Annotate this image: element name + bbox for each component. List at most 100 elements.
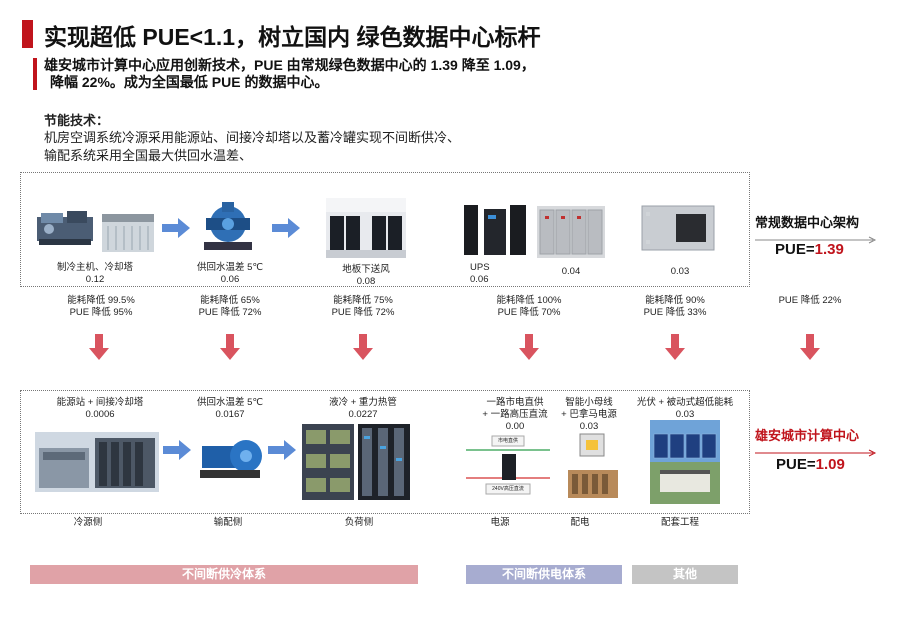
reduction-2-line-1: 能耗降低 65% [200, 295, 260, 306]
page-title: 实现超低 PUE<1.1，树立国内 绿色数据中心标杆 [44, 24, 541, 50]
power-diagram-bottom-label: 240V高压直流 [492, 486, 524, 492]
category-label-power: 电源 [490, 517, 510, 528]
conv-item-1-label: 制冷主机、冷却塔 0.12 [50, 262, 140, 286]
reduction-4: 能耗降低 100%PUE 降低 70% [484, 295, 574, 319]
conv-item-3-value: 0.08 [356, 276, 376, 287]
conventional-pue: PUE=1.39 [775, 241, 844, 258]
reduction-5: 能耗降低 90%PUE 降低 33% [630, 295, 720, 319]
subtitle: 雄安城市计算中心应用创新技术，PUE 由常规绿色数据中心的 1.39 降至 1.… [44, 57, 535, 91]
conv-item-4-value: 0.06 [470, 274, 489, 285]
reduction-4-line-2: PUE 降低 70% [497, 307, 561, 318]
solar-building-image [650, 420, 720, 504]
conv-item-5-value: 0.04 [561, 266, 581, 277]
busway-image [566, 430, 620, 502]
cooling-tower-image [100, 208, 156, 254]
switchgear-image [537, 206, 605, 258]
reduction-1: 能耗降低 99.5%PUE 降低 95% [56, 295, 146, 319]
xa-item-3-line-1: 液冷 + 重力热管 [329, 397, 397, 408]
xiongan-architecture-box [20, 390, 750, 514]
pue-value: 1.09 [815, 456, 845, 473]
arrow-down-icon [353, 334, 373, 365]
power-diagram-top-label: 市电直供 [497, 438, 518, 444]
xiongan-arch-label: 雄安城市计算中心 [755, 428, 860, 443]
xa-item-2-line-2: 0.0167 [215, 409, 245, 420]
xa-item-1-line-1: 能源站 + 间接冷却塔 [56, 397, 144, 408]
conv-item-2-value: 0.06 [220, 274, 240, 285]
title-accent-bar [22, 20, 33, 48]
conv-item-3-name: 地板下送风 [342, 264, 390, 275]
reduction-2-line-2: PUE 降低 72% [198, 307, 262, 318]
conv-item-1-name: 制冷主机、冷却塔 [56, 262, 133, 273]
reduction-1-line-1: 能耗降低 99.5% [67, 295, 135, 306]
xa-item-4-line-2: + 一路高压直流 [482, 409, 548, 420]
conv-item-2-label: 供回水温差 5℃ 0.06 [185, 262, 275, 286]
xiongan-pue: PUE=1.09 [776, 456, 845, 473]
xa-item-5-line-2: + 巴拿马电源 [561, 409, 617, 420]
conv-item-2-name: 供回水温差 5℃ [196, 262, 264, 273]
arrow-down-icon [89, 334, 109, 365]
pue-value: 1.39 [814, 241, 844, 258]
arrow-down-icon [665, 334, 685, 365]
arrow-right-icon [163, 440, 191, 465]
energy-station-image [35, 432, 159, 492]
liquid-cooling-image [302, 424, 354, 500]
subtitle-accent-bar [33, 58, 37, 90]
reduction-3-line-2: PUE 降低 72% [331, 307, 395, 318]
arrow-down-icon [800, 334, 820, 365]
conv-item-3-label: 地板下送风 0.08 [321, 264, 411, 288]
chiller-image [35, 203, 95, 253]
xa-item-5-line-3: 0.03 [579, 421, 599, 432]
category-label-load: 负荷侧 [344, 517, 374, 528]
xa-item-4-line-1: 一路市电直供 [486, 397, 544, 408]
conv-item-4-label: UPS 0.06 [470, 262, 530, 286]
conv-item-1-value: 0.12 [85, 274, 105, 285]
category-label-cold-source: 冷源侧 [73, 517, 103, 528]
xiongan-arch-underline [755, 444, 879, 462]
raised-floor-room-image [326, 198, 406, 258]
reduction-3-line-1: 能耗降低 75% [333, 295, 393, 306]
conv-item-4-name: UPS [470, 262, 490, 273]
arrow-right-icon [162, 218, 190, 243]
power-supply-diagram: 市电直供 240V高压直流 [466, 430, 550, 500]
category-label-supporting: 配套工程 [660, 517, 699, 528]
reduction-5-line-1: 能耗降低 90% [645, 295, 705, 306]
xa-item-2-line-1: 供回水温差 5℃ [196, 397, 264, 408]
reduction-2: 能耗降低 65%PUE 降低 72% [185, 295, 275, 319]
arrow-right-icon [272, 218, 300, 243]
reduction-3: 能耗降低 75%PUE 降低 72% [318, 295, 408, 319]
ups-image [462, 203, 528, 257]
reduction-6: PUE 降低 22% [765, 295, 855, 307]
arrow-down-icon [519, 334, 539, 365]
conventional-arch-label: 常规数据中心架构 [755, 215, 860, 230]
category-label-distribution: 输配侧 [213, 517, 243, 528]
reduction-1-line-2: PUE 降低 95% [69, 307, 133, 318]
tech-line-1: 机房空调系统冷源采用能源站、间接冷却塔以及蓄冷罐实现不间断供冷、 [44, 130, 461, 145]
reduction-6-line-1: PUE 降低 22% [778, 295, 842, 306]
category-label-distribution-power: 配电 [570, 517, 590, 528]
tech-heading: 节能技术： [44, 113, 110, 128]
reduction-5-line-2: PUE 降低 33% [643, 307, 707, 318]
pump-image [198, 428, 264, 484]
xa-item-5-line-1: 智能小母线 [565, 397, 613, 408]
uninterrupted-cooling-bar: 不间断供冷体系 [30, 565, 418, 584]
heat-pipe-rack-image [358, 424, 410, 500]
xa-item-4-line-3: 0.00 [505, 421, 525, 432]
xa-item-6-line-1: 光伏 + 被动式超低能耗 [636, 397, 734, 408]
pump-image [196, 198, 260, 254]
arrow-right-icon [268, 440, 296, 465]
other-bar: 其他 [632, 565, 738, 584]
conventional-arch-underline [755, 231, 879, 249]
conv-item-6-value: 0.03 [670, 266, 690, 277]
pue-prefix: PUE= [775, 241, 815, 258]
subtitle-line-2: 降幅 22%。成为全国最低 PUE 的数据中心。 [50, 74, 329, 90]
uninterrupted-power-bar: 不间断供电体系 [466, 565, 622, 584]
arrow-down-icon [220, 334, 240, 365]
air-handling-unit-image [638, 200, 718, 258]
xa-item-6-line-2: 0.03 [675, 409, 695, 420]
